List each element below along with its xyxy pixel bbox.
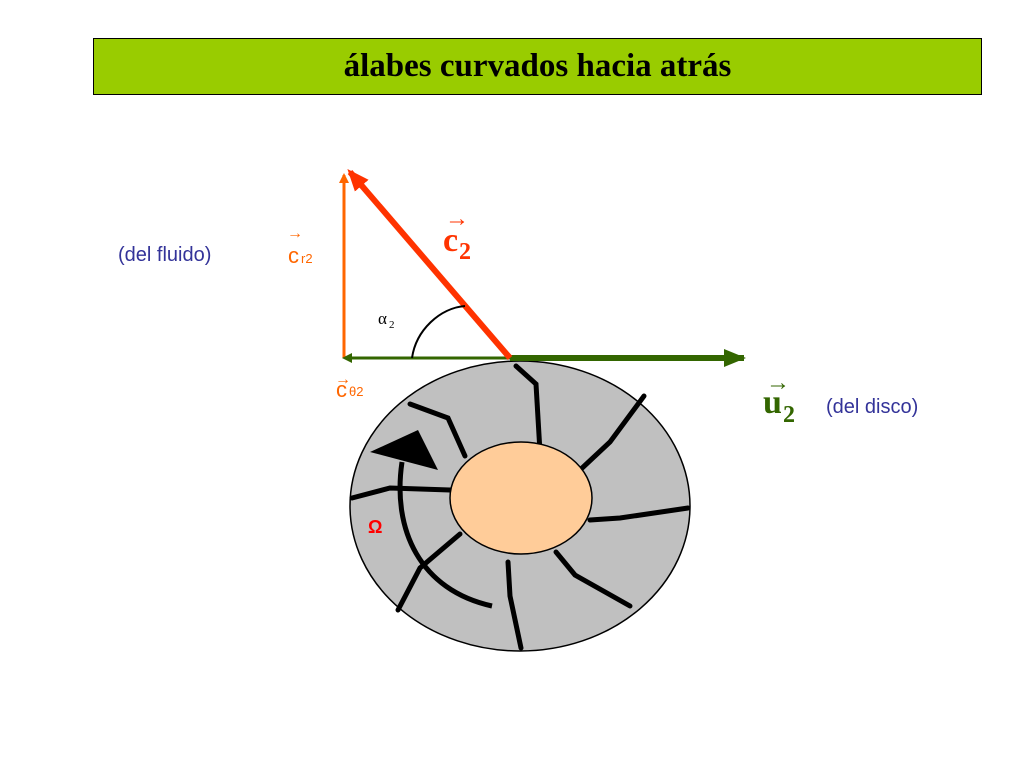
svg-text:→: → xyxy=(766,370,790,396)
blade xyxy=(505,559,524,651)
c-r2-label: → c r2 xyxy=(287,225,313,268)
blade xyxy=(553,549,633,609)
svg-text:→: → xyxy=(445,206,469,232)
blade xyxy=(407,401,468,459)
page-title: álabes curvados hacia atrás xyxy=(343,48,732,84)
svg-text:r2: r2 xyxy=(301,251,313,266)
svg-text:→: → xyxy=(335,371,351,388)
disk-note: (del disco) xyxy=(826,396,918,418)
svg-text:c: c xyxy=(288,243,299,268)
impeller-blades xyxy=(349,363,691,651)
svg-text:θ2: θ2 xyxy=(349,384,363,399)
blade xyxy=(577,393,647,473)
alpha2-angle-arc xyxy=(411,305,466,359)
svg-text:→: → xyxy=(287,225,303,242)
svg-text:2: 2 xyxy=(389,319,395,331)
svg-text:2: 2 xyxy=(783,402,795,428)
rotation-arrowhead-icon xyxy=(370,430,438,470)
alpha2-label: α 2 xyxy=(378,309,395,331)
blade xyxy=(395,531,463,613)
u2-label: → u 2 xyxy=(763,370,795,428)
svg-text:α: α xyxy=(378,309,387,328)
svg-text:u: u xyxy=(763,384,782,421)
impeller xyxy=(349,360,691,652)
rotation-arc xyxy=(397,461,493,609)
blade xyxy=(349,485,453,501)
blade xyxy=(513,363,543,455)
blade xyxy=(587,505,691,523)
svg-text:c: c xyxy=(336,377,347,402)
svg-text:2: 2 xyxy=(459,239,471,265)
omega-label: Ω xyxy=(368,517,382,537)
impeller-hub xyxy=(449,441,593,555)
title-bar: álabes curvados hacia atrás xyxy=(93,38,982,95)
fluid-note: (del fluido) xyxy=(118,244,211,266)
velocity-vectors xyxy=(339,168,746,367)
c-theta2-label: → c θ2 xyxy=(335,371,363,402)
svg-text:c: c xyxy=(443,222,458,259)
c2-label: → c 2 xyxy=(443,206,471,265)
c2-vector xyxy=(347,168,513,360)
